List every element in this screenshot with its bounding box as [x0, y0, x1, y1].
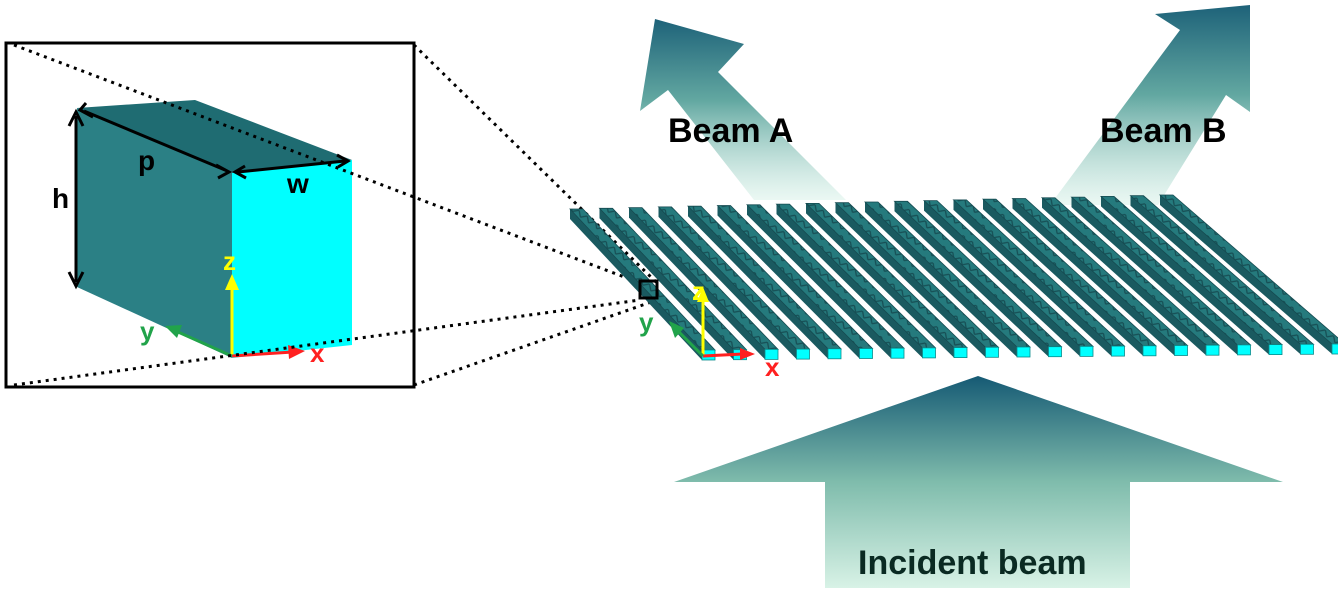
ridge-end-face — [922, 347, 936, 359]
incident-beam-arrow-icon — [674, 376, 1283, 588]
ridge-end-face — [1331, 343, 1338, 355]
ridge-side — [658, 206, 797, 360]
ridge-side — [953, 199, 1112, 357]
ridge-side — [806, 203, 954, 358]
ridge-side — [1042, 197, 1206, 356]
ridge-side — [983, 199, 1143, 356]
ridge-side — [570, 209, 702, 360]
ridge-end-face — [1237, 344, 1251, 356]
inset-axis-y-label: y — [140, 316, 155, 346]
ridge-side — [865, 202, 1017, 357]
ridge-side — [1071, 197, 1238, 355]
beam-a-arrow-icon — [640, 19, 846, 200]
ridge-side — [776, 204, 923, 358]
unit-cell-side-face — [77, 108, 232, 358]
ridge-side — [747, 204, 891, 359]
beam-b-arrow-icon — [1050, 5, 1250, 205]
array-axis-y-label: y — [639, 307, 654, 337]
ridge-end-face — [1111, 345, 1125, 357]
beam-b-label: Beam B — [1100, 112, 1227, 150]
ridge-side — [894, 201, 1049, 357]
ridge-end-face — [1268, 344, 1283, 356]
ridge-side — [924, 200, 1080, 357]
ridge-side — [1160, 195, 1332, 354]
array-axis-x-label: x — [765, 352, 780, 382]
ridge-end-face — [764, 348, 779, 360]
zoom-marker — [638, 279, 659, 300]
ridge-end-face — [827, 348, 842, 360]
ridge-end-face — [796, 348, 810, 360]
inset-panel: h p w z x y — [4, 41, 416, 389]
ridge-side — [629, 207, 765, 360]
ridge-end-face — [890, 347, 905, 359]
ridge-side — [1101, 196, 1269, 355]
inset-axis-z-label: z — [223, 246, 236, 276]
ridge-side — [717, 205, 860, 359]
label-p: p — [138, 145, 155, 176]
ridge-end-face — [1079, 345, 1094, 357]
ridge-side — [1130, 195, 1301, 355]
ridge-end-face — [1300, 343, 1314, 355]
beam-a-label: Beam A — [668, 112, 793, 150]
incident-beam-label: Incident beam — [858, 544, 1087, 582]
zoom-lines — [13, 43, 659, 387]
ridge-end-face — [953, 347, 968, 359]
grating-array — [569, 194, 1338, 361]
ridge-side — [1012, 198, 1175, 356]
ridge-end-face — [1205, 344, 1220, 356]
unit-cell-top-face — [77, 100, 352, 173]
ridge-end-face — [1016, 346, 1031, 358]
ridge-end-face — [985, 346, 999, 358]
ridge-end-face — [1048, 346, 1062, 358]
ridge-end-face — [1174, 345, 1188, 356]
ridge-side — [835, 202, 986, 358]
label-h: h — [52, 183, 69, 214]
inset-axis-x-label: x — [310, 338, 325, 368]
ridge-top — [1158, 194, 1338, 345]
ridge-end-face — [859, 348, 873, 359]
dimension-arrows — [67, 102, 352, 290]
array-axes-icon — [669, 287, 755, 360]
ridge-side — [599, 208, 734, 360]
ridge-side — [688, 206, 828, 359]
array-axis-z-label: z — [692, 276, 705, 306]
ridge-end-face — [1142, 345, 1157, 357]
unit-cell-front-face — [232, 160, 352, 358]
label-w: w — [286, 168, 309, 199]
